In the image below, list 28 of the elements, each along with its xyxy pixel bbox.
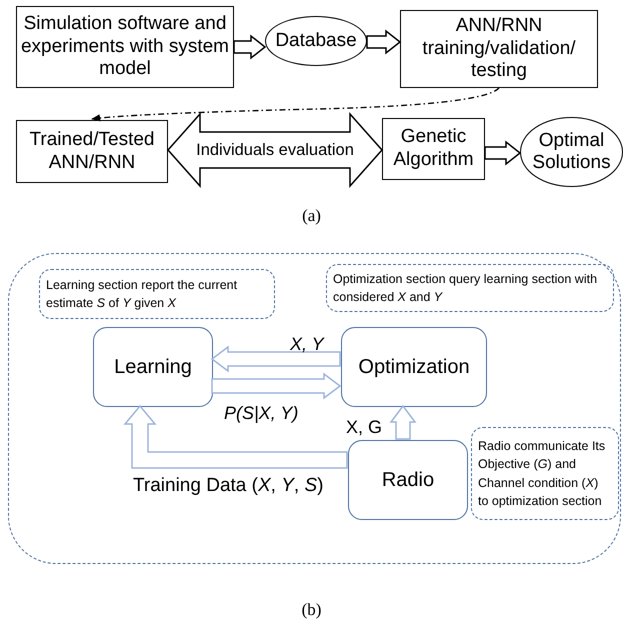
process-box: Radio xyxy=(348,440,468,520)
process-box: Learning xyxy=(93,327,213,407)
note-box: Optimization section query learning section with considered X and Y xyxy=(326,264,614,312)
hollow-arrow xyxy=(167,112,383,188)
hollow-arrow xyxy=(390,404,416,440)
process-box: Simulation software and experiments with system model xyxy=(16,6,234,88)
hollow-arrow xyxy=(211,372,342,400)
edge-label: Training Data (X, Y, S) xyxy=(133,474,324,498)
hollow-arrow xyxy=(123,404,348,469)
note-box: Radio communicate Its Objective (G) and Channel condition (X) to optimization section xyxy=(471,427,619,520)
subfigure-caption: (a) xyxy=(302,206,321,225)
hollow-arrow xyxy=(210,346,341,372)
data-ellipse: Database xyxy=(265,16,367,66)
arrow xyxy=(91,87,500,122)
process-box: Trained/Tested ANN/RNN xyxy=(16,120,168,183)
data-ellipse: Optimal Solutions xyxy=(520,117,623,187)
note-box: Learning section report the current estimate S of Y given X xyxy=(39,269,275,319)
process-box: Genetic Algorithm xyxy=(382,118,485,180)
edge-label: X, G xyxy=(346,416,382,439)
hollow-arrow xyxy=(484,140,522,166)
edge-label: X, Y xyxy=(290,333,324,356)
process-box: ANN/RNN training/validation/ testing xyxy=(400,10,598,88)
process-box: Optimization xyxy=(341,327,487,407)
hollow-arrow xyxy=(233,34,266,60)
edge-label: P(S|X, Y) xyxy=(224,402,298,425)
subfigure-caption: (b) xyxy=(302,600,322,619)
hollow-arrow xyxy=(366,29,402,55)
edge-label: Individuals evaluation xyxy=(195,140,355,161)
